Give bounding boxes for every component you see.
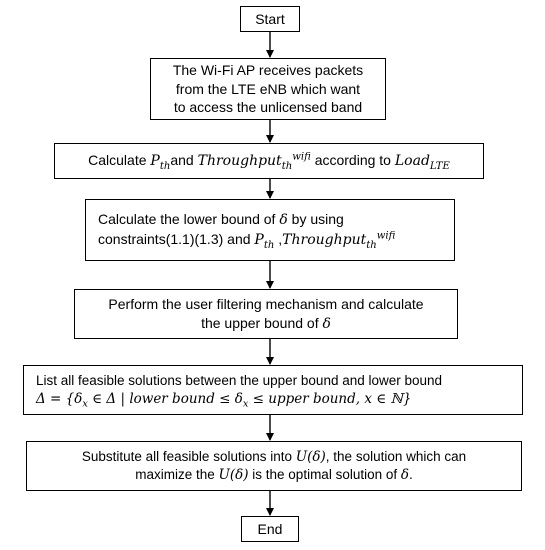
end-box: End xyxy=(241,516,299,542)
step-receive-packets-line-3: to access the unlicensed band xyxy=(173,99,363,116)
step-upper-bound: Perform the user filtering mechanism and… xyxy=(74,289,458,339)
p-th-symbol: Pth xyxy=(150,153,171,172)
step-list-solutions-set-definition: Δ = {δx ∈ Δ | lower bound ≤ δx ≤ upper b… xyxy=(36,391,412,410)
step-list-solutions: List all feasible solutions between the … xyxy=(23,365,523,415)
start-label: Start xyxy=(255,10,285,27)
end-label: End xyxy=(257,520,283,537)
step-list-solutions-line-1: List all feasible solutions between the … xyxy=(36,372,443,388)
step-receive-packets-line-2: from the LTE eNB which want xyxy=(175,80,361,97)
step-calculate-thresholds-text: Calculate Pthand Throughputthwifi accord… xyxy=(88,151,450,172)
step-lower-bound-line-2: constraints(1.1)(1.3) and Pth ,Throughpu… xyxy=(98,230,396,251)
load-lte-symbol: LoadLTE xyxy=(394,153,450,172)
step-lower-bound: Calculate the lower bound of δ by using … xyxy=(85,199,455,261)
start-box: Start xyxy=(240,6,300,32)
step-lower-bound-line-1: Calculate the lower bound of δ by using xyxy=(98,211,344,229)
step-calculate-thresholds: Calculate Pthand Throughputthwifi accord… xyxy=(54,143,484,179)
step-optimal-solution-line-1: Substitute all feasible solutions into U… xyxy=(81,448,467,465)
step-optimal-solution: Substitute all feasible solutions into U… xyxy=(26,441,522,491)
step-upper-bound-line-1: Perform the user filtering mechanism and… xyxy=(108,295,424,312)
throughput-th-wifi-symbol: Throughputthwifi xyxy=(197,151,311,172)
step-receive-packets: The Wi-Fi AP receives packets from the L… xyxy=(150,58,386,120)
step-receive-packets-line-1: The Wi-Fi AP receives packets xyxy=(172,61,364,78)
step-upper-bound-line-2: the upper bound of δ xyxy=(201,314,331,332)
step-optimal-solution-line-2: maximize the U(δ) is the optimal solutio… xyxy=(135,467,413,483)
